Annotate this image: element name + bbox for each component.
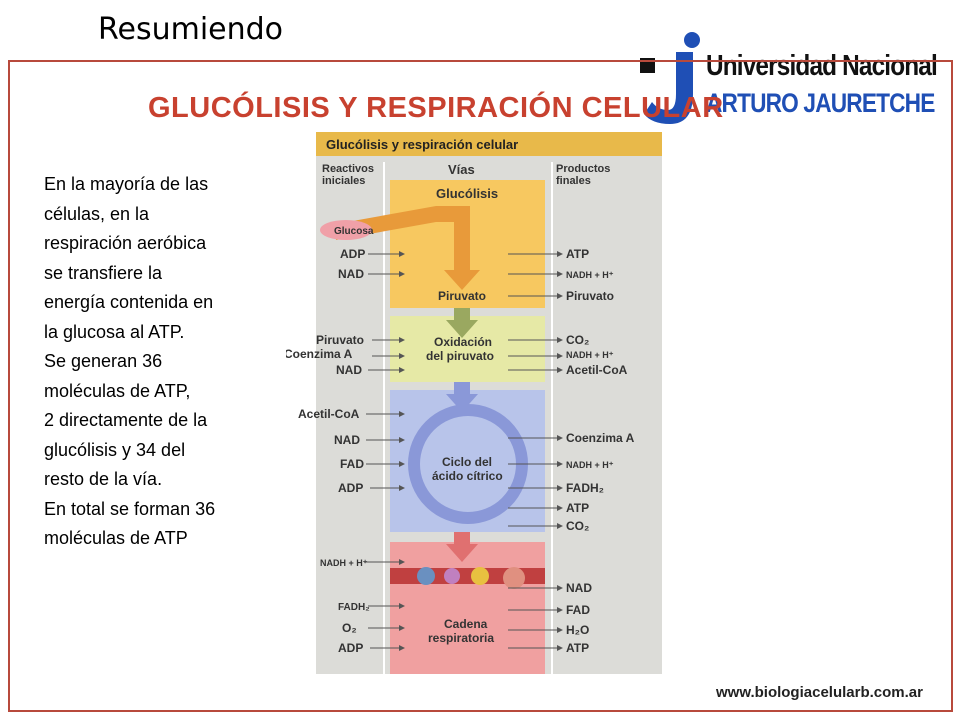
- output-coenzima: Coenzima A: [566, 431, 635, 445]
- output-h2o: H₂O: [566, 623, 589, 637]
- input-adp: ADP: [340, 247, 365, 261]
- label-oxidacion-2: del piruvato: [426, 349, 494, 363]
- diagram-heading: GLUCÓLISIS Y RESPIRACIÓN CELULAR: [148, 92, 724, 124]
- label-ciclo: Ciclo del: [442, 455, 492, 469]
- slide-title: Resumiendo: [98, 12, 284, 47]
- label-ciclo-2: ácido cítrico: [432, 469, 503, 483]
- summary-line: energía contenida en: [44, 292, 214, 312]
- input-fad: FAD: [340, 457, 364, 471]
- col-productos-2: finales: [556, 175, 591, 187]
- input-coenzima: Coenzima A: [286, 347, 353, 361]
- input-glucosa: Glucosa: [334, 226, 374, 237]
- image-frame: [8, 60, 953, 712]
- col-reactivos: Reactivos: [322, 163, 374, 175]
- input-nad-2: NAD: [336, 363, 362, 377]
- summary-line: En total se forman 36: [44, 498, 216, 519]
- diagram-header-bar: [316, 132, 662, 156]
- output-co2-2: CO₂: [566, 519, 589, 533]
- output-co2: CO₂: [566, 333, 589, 347]
- summary-line: moléculas de ATP: [44, 528, 188, 548]
- summary-text: En la mayoría de las células, en la resp…: [44, 170, 284, 554]
- col-vias: Vías: [448, 162, 475, 177]
- down-arrow-2: [446, 382, 478, 412]
- input-nad: NAD: [338, 267, 364, 281]
- output-acetil: Acetil-CoA: [566, 363, 628, 377]
- col-reactivos-2: iniciales: [322, 175, 365, 187]
- input-o2: O₂: [342, 621, 357, 635]
- stage-cadena: [390, 542, 545, 674]
- summary-line: resto de la vía.: [44, 469, 163, 489]
- output-fadh2: FADH₂: [566, 481, 604, 495]
- input-adp-2: ADP: [338, 481, 363, 495]
- output-atp-2: ATP: [566, 501, 589, 515]
- output-nad: NAD: [566, 581, 592, 595]
- logo-line-2: ARTURO JAURETCHE: [706, 88, 935, 118]
- summary-line: células, en la: [44, 203, 150, 224]
- flow-arrows: [364, 251, 563, 651]
- label-cadena-2: respiratoria: [428, 631, 494, 645]
- protein-2: [444, 568, 460, 584]
- down-arrow-1: [446, 308, 478, 338]
- col-productos: Productos: [556, 163, 610, 175]
- output-piruvato: Piruvato: [566, 289, 614, 303]
- label-oxidacion: Oxidación: [434, 335, 492, 349]
- summary-line: moléculas de ATP,: [44, 380, 191, 401]
- input-fadh2: FADH₂: [338, 602, 370, 613]
- summary-line: 2 directamente de la: [44, 410, 208, 430]
- logo-line-1: Universidad Nacional: [706, 50, 938, 82]
- input-nadh: NADH + H⁺: [320, 558, 368, 568]
- summary-line: Se generan 36: [44, 351, 163, 371]
- label-piruvato: Piruvato: [438, 289, 486, 303]
- output-nadh-2: NADH + H⁺: [566, 350, 614, 360]
- diagram-header: Glucólisis y respiración celular: [326, 137, 518, 152]
- summary-line: En la mayoría de las: [44, 174, 209, 194]
- source-url: www.biologiacelularb.com.ar: [716, 684, 923, 701]
- protein-3: [471, 567, 489, 585]
- glucosa-oval: [320, 220, 372, 240]
- down-arrow-3: [446, 532, 478, 562]
- input-adp-3: ADP: [338, 641, 363, 655]
- summary-line: respiración aeróbica: [44, 233, 207, 253]
- output-fad: FAD: [566, 603, 590, 617]
- summary-line: la glucosa al ATP.: [44, 321, 185, 342]
- label-glucolisis: Glucólisis: [436, 186, 498, 201]
- input-piruvato: Piruvato: [316, 333, 364, 347]
- summary-line: se transfiere la: [44, 262, 163, 283]
- input-acetil: Acetil-CoA: [298, 407, 360, 421]
- input-nad-3: NAD: [334, 433, 360, 447]
- protein-1: [417, 567, 435, 585]
- label-cadena: Cadena: [444, 617, 488, 631]
- output-atp-3: ATP: [566, 641, 589, 655]
- output-nadh: NADH + H⁺: [566, 270, 614, 280]
- glucolisis-arrow: [336, 206, 480, 290]
- protein-4: [503, 567, 525, 589]
- respiration-diagram: Glucólisis y respiración celular Reactiv…: [286, 132, 662, 674]
- summary-line: glucólisis y 34 del: [44, 439, 186, 460]
- output-atp: ATP: [566, 247, 589, 261]
- output-nadh-3: NADH + H⁺: [566, 460, 614, 470]
